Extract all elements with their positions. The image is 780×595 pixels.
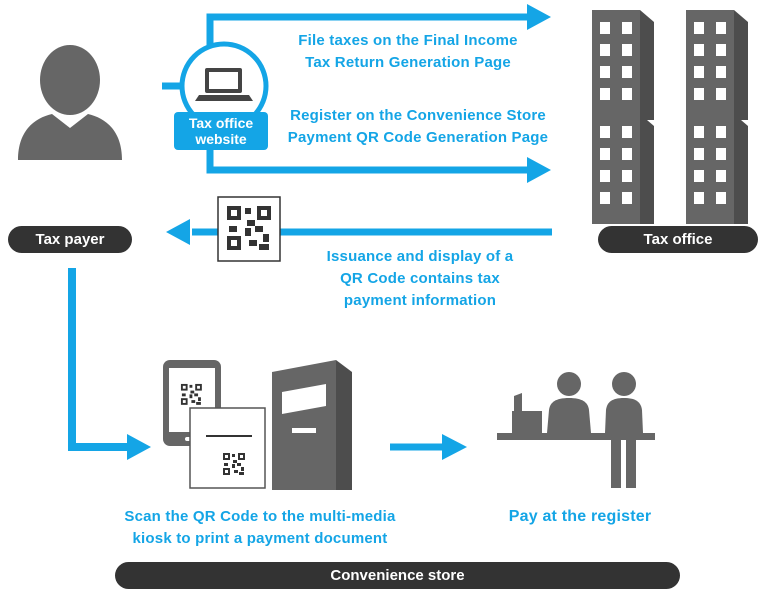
step-issue-line3: payment information — [343, 292, 497, 309]
taxpayer-label: Tax payer — [8, 226, 132, 253]
step-issue-line2: QR Code contains tax — [340, 270, 500, 287]
arrow-to-store — [68, 268, 151, 460]
step-scan-line2: kiosk to print a payment document — [132, 530, 388, 547]
step-register-line1: Register on the Convenience Store — [290, 107, 546, 124]
qr-code-icon — [217, 196, 281, 262]
step-pay-line1: Pay at the register — [508, 508, 652, 525]
step-pay-text: Pay at the register — [480, 506, 680, 528]
document-icon — [189, 407, 266, 489]
website-badge-line1: Tax office — [188, 115, 254, 131]
step-scan-text: Scan the QR Code to the multi-media kios… — [95, 506, 425, 550]
step-scan-line1: Scan the QR Code to the multi-media — [124, 508, 396, 525]
arrow-to-register — [390, 434, 467, 460]
step-file-line1: File taxes on the Final Income — [298, 32, 518, 49]
step-file-line2: Tax Return Generation Page — [305, 54, 511, 71]
kiosk-icon — [272, 360, 352, 490]
step-issue-text: Issuance and display of a QR Code contai… — [300, 246, 540, 312]
step-register-text: Register on the Convenience Store Paymen… — [268, 105, 568, 149]
store-label: Convenience store — [115, 562, 680, 589]
website-badge: Tax office website — [174, 112, 268, 150]
taxpayer-person-icon — [18, 45, 122, 160]
step-file-text: File taxes on the Final Income Tax Retur… — [268, 30, 548, 74]
step-register-line2: Payment QR Code Generation Page — [287, 129, 549, 146]
taxoffice-building-icon — [592, 10, 748, 224]
website-badge-line2: website — [195, 131, 247, 147]
taxoffice-label: Tax office — [598, 226, 758, 253]
step-issue-line1: Issuance and display of a — [326, 248, 514, 265]
arrow-to-taxoffice-bottom — [206, 140, 551, 183]
cashier-icon — [497, 372, 655, 488]
